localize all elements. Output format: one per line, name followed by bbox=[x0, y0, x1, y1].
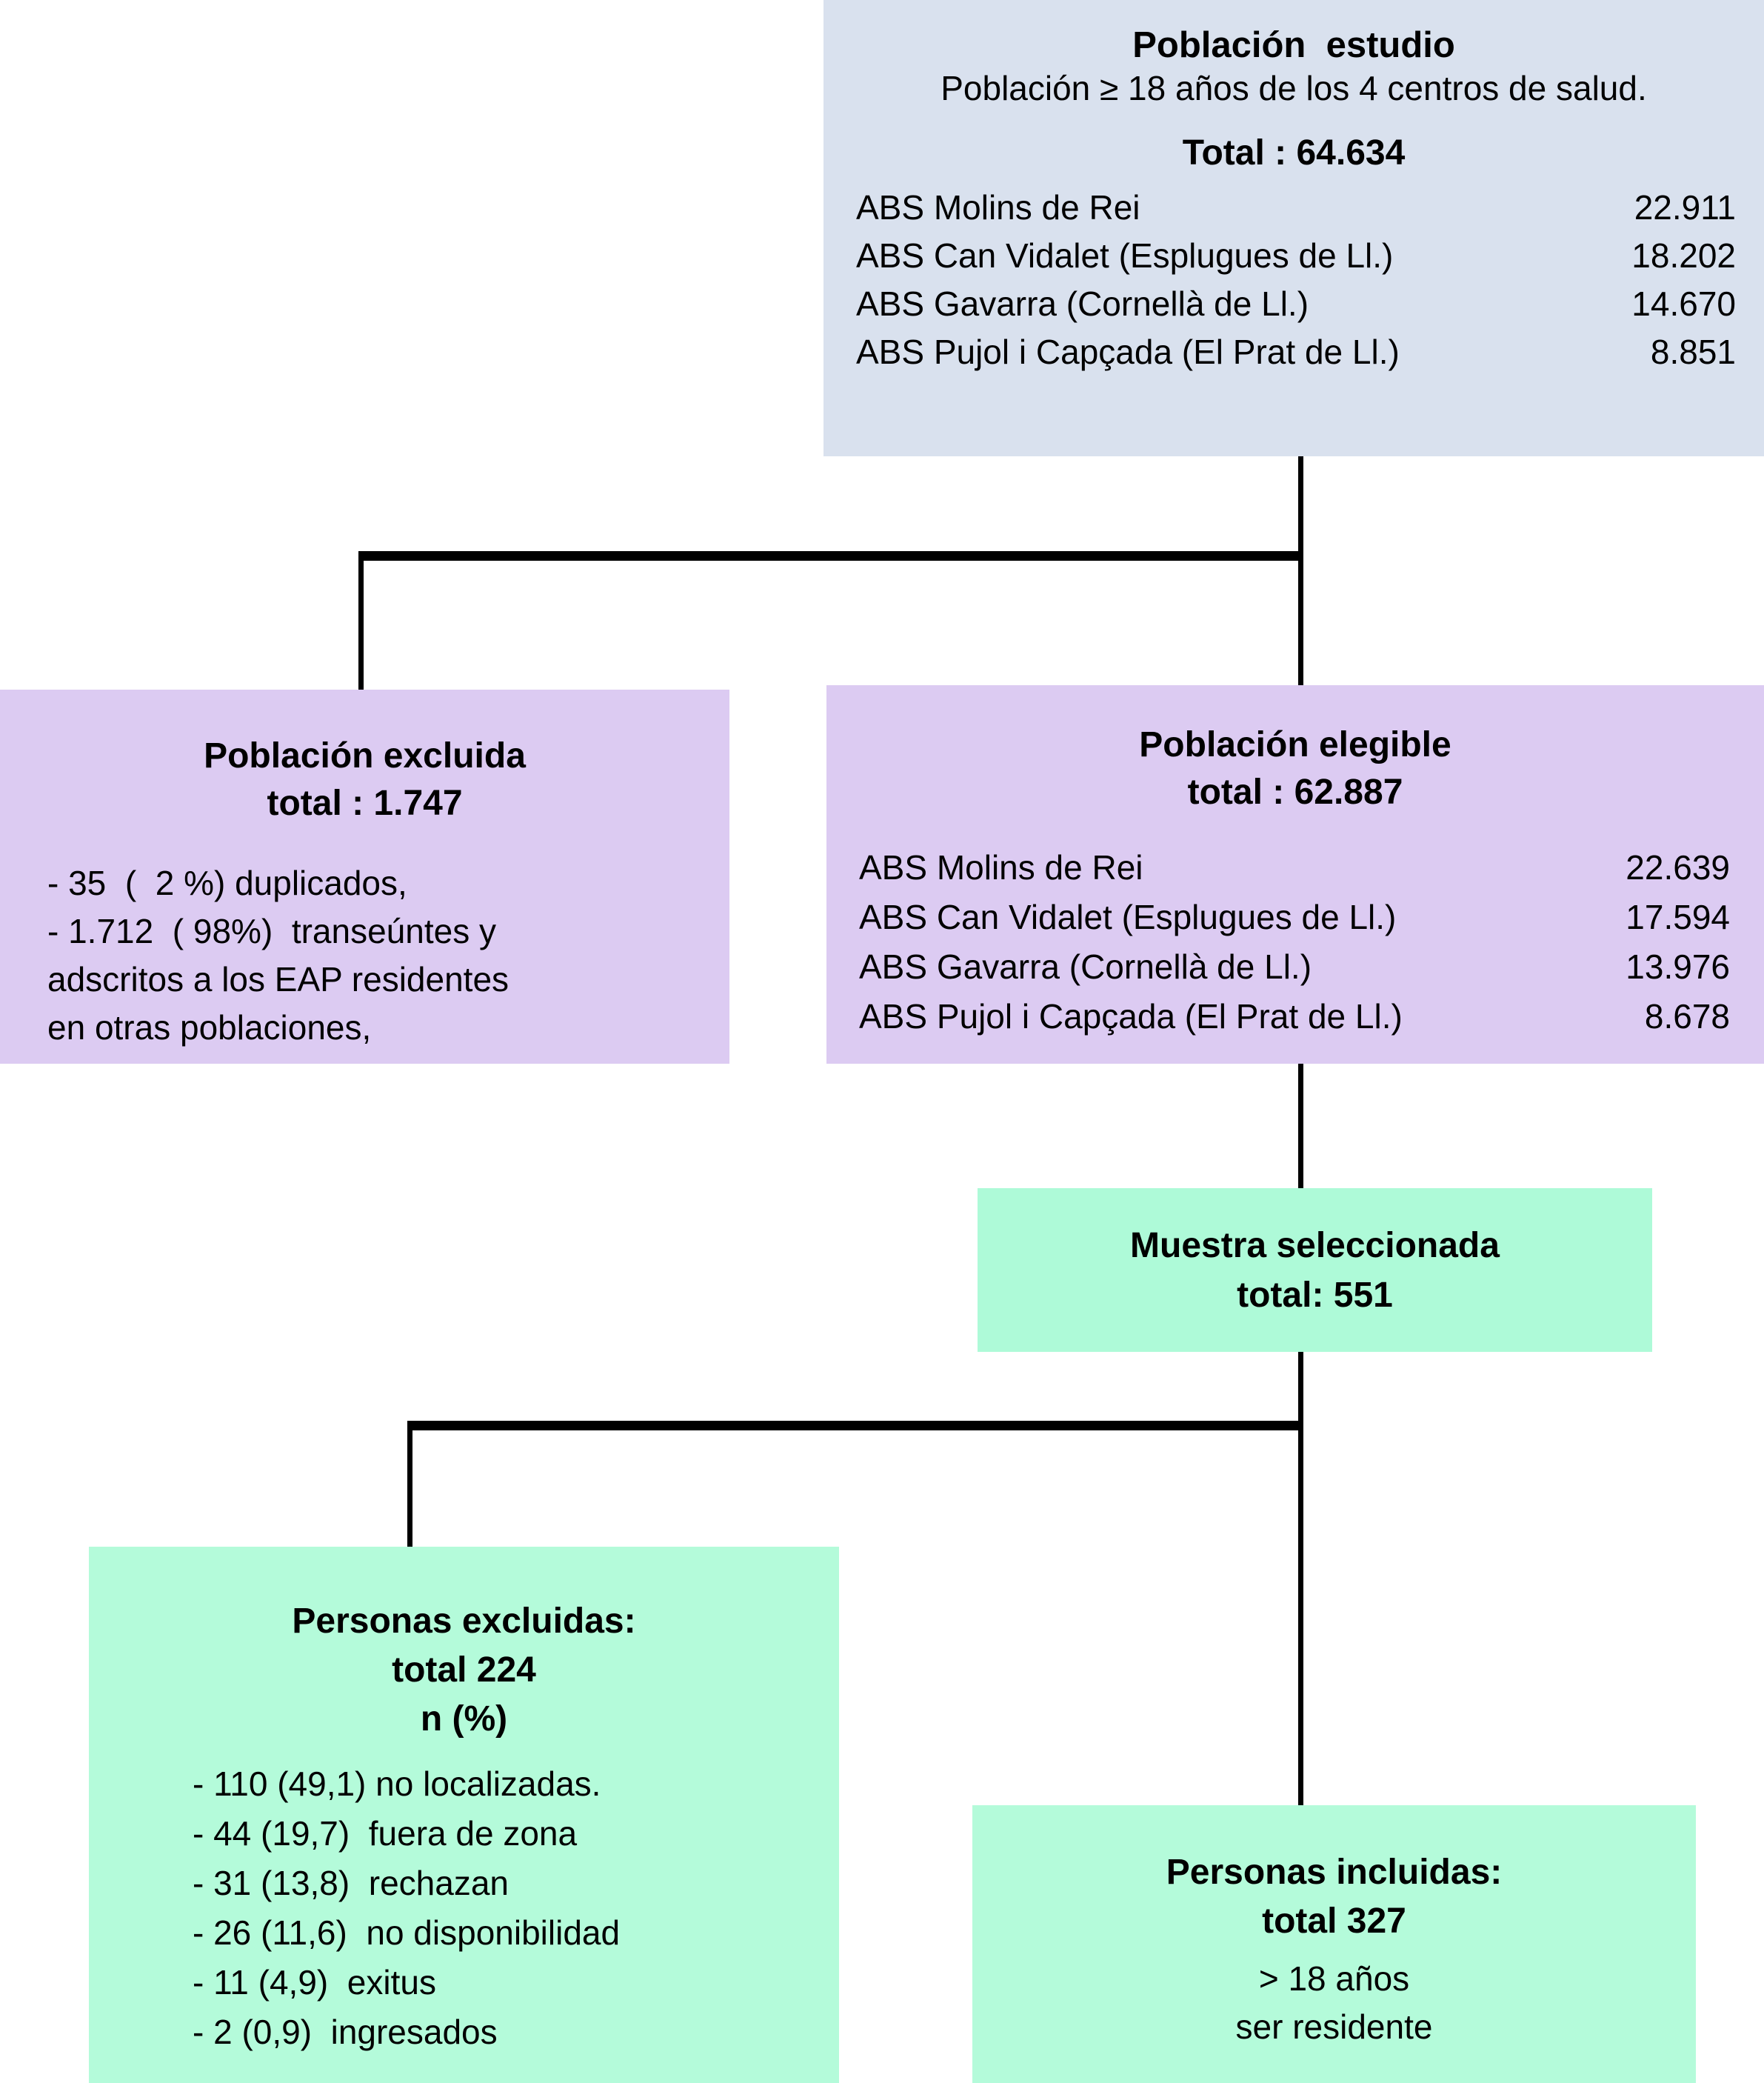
abs-name: ABS Can Vidalet (Esplugues de Ll.) bbox=[859, 898, 1397, 936]
connector-muestra-down bbox=[1298, 1352, 1303, 1426]
abs-value: 17.594 bbox=[1626, 898, 1730, 936]
excluded-population-box: Población excluida total : 1.747 - 35 ( … bbox=[0, 690, 729, 1064]
abs-name: ABS Pujol i Capçada (El Prat de Ll.) bbox=[856, 333, 1400, 371]
excluded-persons-title: Personas excluidas: bbox=[292, 1602, 636, 1641]
connector-split-top bbox=[358, 551, 1303, 561]
study-population-rows: ABS Molins de Rei 22.911 ABS Can Vidalet… bbox=[823, 184, 1764, 376]
eligible-population-title: Población elegible bbox=[1139, 725, 1451, 764]
excluded-population-details: - 35 ( 2 %) duplicados, - 1.712 ( 98%) t… bbox=[47, 864, 510, 1047]
selected-sample-box: Muestra seleccionada total: 551 bbox=[978, 1188, 1652, 1352]
connector-drop-excluida bbox=[358, 551, 364, 690]
included-persons-title: Personas incluidas: bbox=[1166, 1853, 1503, 1892]
abs-value: 22.639 bbox=[1626, 848, 1730, 887]
included-persons-box: Personas incluidas: total 327 > 18 años … bbox=[972, 1805, 1696, 2083]
table-row: ABS Molins de Rei 22.911 bbox=[823, 184, 1764, 232]
abs-value: 8.851 bbox=[1650, 333, 1736, 371]
table-row: ABS Gavarra (Cornellà de Ll.) 13.976 bbox=[826, 942, 1764, 992]
study-population-title: Población estudio bbox=[1132, 25, 1455, 65]
eligible-population-rows: ABS Molins de Rei 22.639 ABS Can Vidalet… bbox=[826, 843, 1764, 1042]
selected-sample-title: Muestra seleccionada bbox=[1130, 1226, 1500, 1265]
abs-value: 14.670 bbox=[1631, 284, 1736, 323]
abs-name: ABS Molins de Rei bbox=[856, 188, 1140, 227]
abs-name: ABS Pujol i Capçada (El Prat de Ll.) bbox=[859, 997, 1403, 1036]
table-row: ABS Pujol i Capçada (El Prat de Ll.) 8.6… bbox=[826, 992, 1764, 1042]
excluded-persons-total: total 224 bbox=[392, 1650, 536, 1690]
connector-elegible-to-muestra bbox=[1298, 1064, 1303, 1188]
table-row: ABS Can Vidalet (Esplugues de Ll.) 17.59… bbox=[826, 893, 1764, 942]
abs-name: ABS Gavarra (Cornellà de Ll.) bbox=[856, 284, 1309, 323]
excluded-persons-details: - 110 (49,1) no localizadas. - 44 (19,7)… bbox=[193, 1764, 621, 2051]
table-row: ABS Can Vidalet (Esplugues de Ll.) 18.20… bbox=[823, 232, 1764, 280]
study-population-box: Población estudio Población ≥ 18 años de… bbox=[823, 0, 1764, 456]
included-persons-total: total 327 bbox=[1262, 1902, 1406, 1941]
connector-drop-personas-incluidas bbox=[1298, 1426, 1303, 1805]
connector-drop-personas-excluidas bbox=[407, 1421, 412, 1547]
study-population-subtitle: Población ≥ 18 años de los 4 centros de … bbox=[941, 69, 1647, 107]
eligible-population-total: total : 62.887 bbox=[1187, 773, 1403, 812]
abs-name: ABS Gavarra (Cornellà de Ll.) bbox=[859, 947, 1312, 986]
abs-name: ABS Can Vidalet (Esplugues de Ll.) bbox=[856, 236, 1394, 275]
connector-split-bottom bbox=[407, 1421, 1303, 1430]
table-row: ABS Gavarra (Cornellà de Ll.) 14.670 bbox=[823, 280, 1764, 328]
study-population-total: Total : 64.634 bbox=[1182, 133, 1406, 173]
table-row: ABS Pujol i Capçada (El Prat de Ll.) 8.8… bbox=[823, 328, 1764, 376]
abs-name: ABS Molins de Rei bbox=[859, 848, 1143, 887]
selected-sample-total: total: 551 bbox=[1237, 1276, 1393, 1315]
abs-value: 18.202 bbox=[1631, 236, 1736, 275]
abs-value: 22.911 bbox=[1634, 188, 1736, 227]
excluded-population-title: Población excluida bbox=[204, 736, 526, 776]
excluded-persons-box: Personas excluidas: total 224 n (%) - 11… bbox=[89, 1547, 839, 2083]
excluded-persons-n-label: n (%) bbox=[420, 1699, 508, 1739]
abs-value: 8.678 bbox=[1644, 997, 1730, 1036]
table-row: ABS Molins de Rei 22.639 bbox=[826, 843, 1764, 893]
abs-value: 13.976 bbox=[1626, 947, 1730, 986]
included-persons-criteria: > 18 años ser residente bbox=[1235, 1959, 1433, 2046]
eligible-population-box: Población elegible total : 62.887 ABS Mo… bbox=[826, 685, 1764, 1064]
connector-study-to-elegible bbox=[1298, 456, 1303, 686]
excluded-population-total: total : 1.747 bbox=[267, 784, 463, 823]
